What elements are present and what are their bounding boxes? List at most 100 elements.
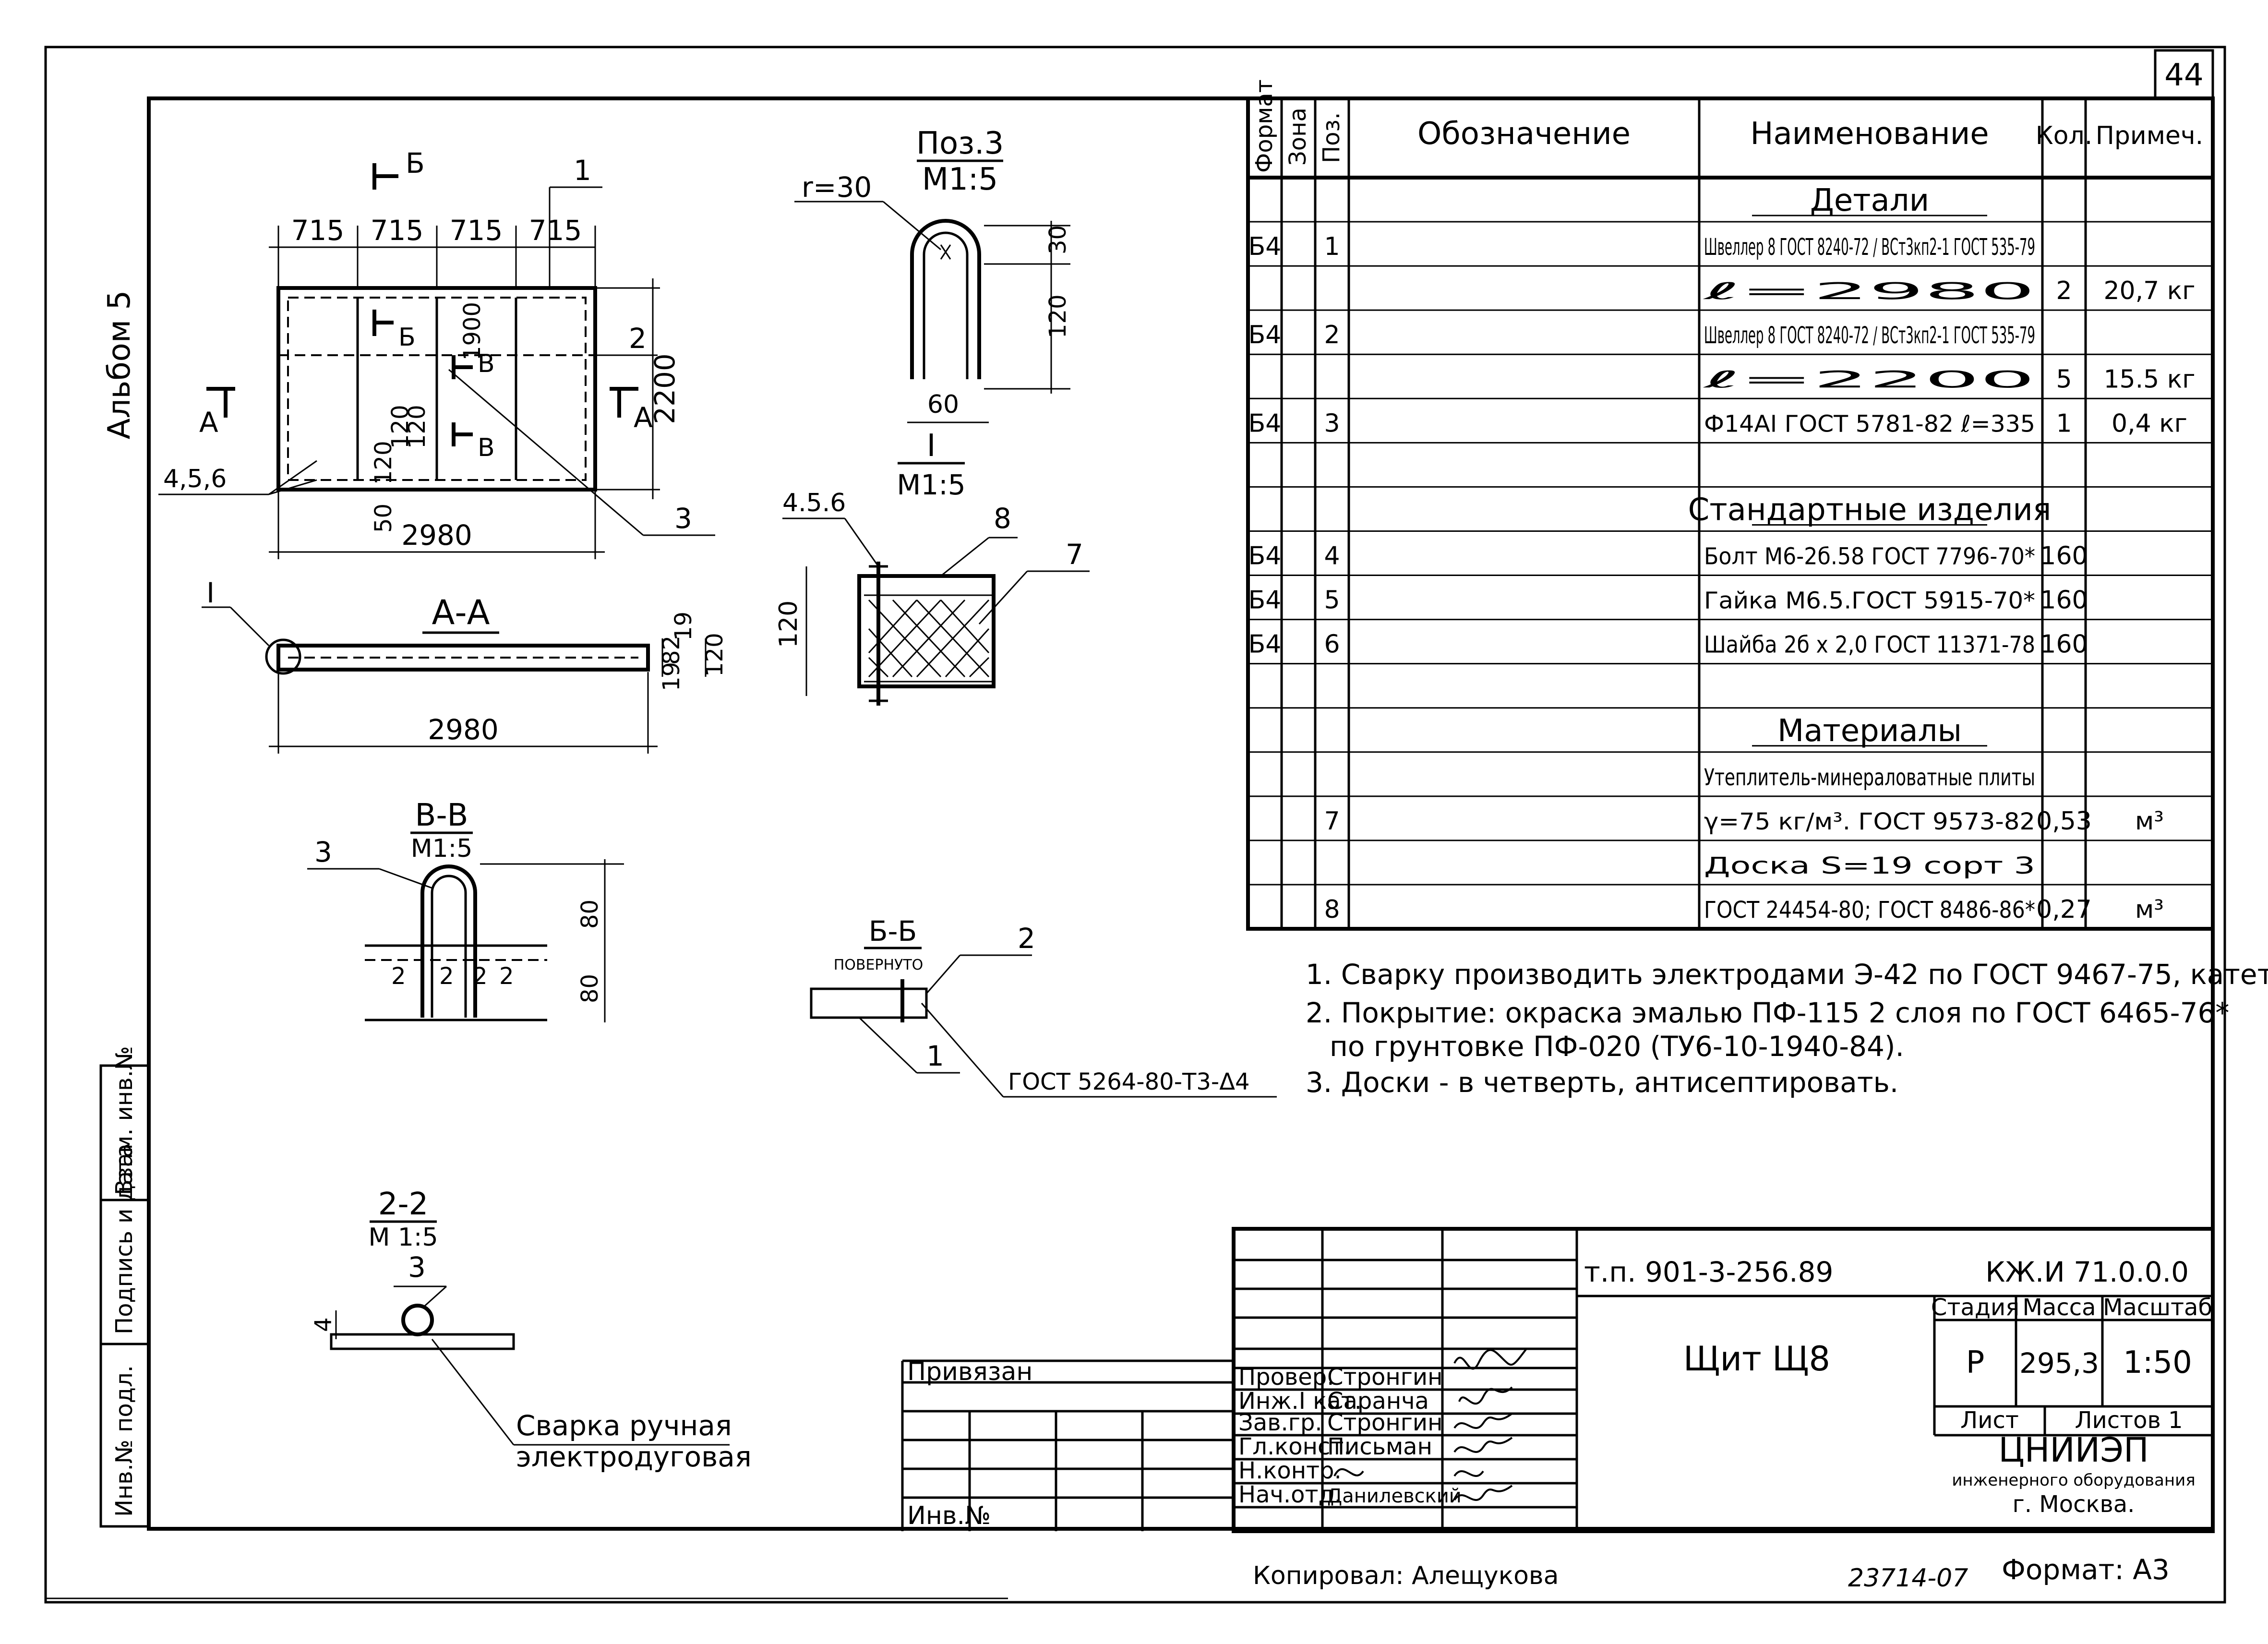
pos3-scale: М1:5: [922, 162, 998, 197]
spec-cell-note: м³: [2135, 807, 2164, 836]
spec-cell-pos: 5: [1324, 586, 1340, 615]
format-label: Формат: А3: [2002, 1553, 2170, 1586]
section-bb: Б-Б ПОВЕРНУТО 2 1 ГОСТ 5264-80-Т3-Δ4: [810, 915, 1277, 1098]
name-4: Письман: [1327, 1433, 1432, 1460]
spec-cell-name: γ=75 кг/м³. ГОСТ 9573-82: [1704, 808, 2035, 835]
vv-weld-4: 2: [499, 963, 514, 990]
page-number: 44: [2164, 58, 2203, 93]
aa-dim-4: 120: [701, 633, 728, 677]
spec-cell-qty: 160: [2040, 542, 2088, 571]
vv-callout: 3: [314, 836, 332, 868]
spec-cell-qty: 1: [2056, 409, 2072, 438]
spec-cell-name: ℓ=2980: [1702, 278, 2035, 305]
role-5: Н.контр.: [1238, 1457, 1342, 1484]
gg-weld-label-1: Сварка ручная: [516, 1409, 732, 1442]
inv-label: Инв.№: [907, 1501, 991, 1530]
node-i-mark: I: [206, 576, 215, 609]
spec-cell-pos: 4: [1324, 542, 1340, 571]
mass-header: Масса: [2022, 1294, 2096, 1321]
aa-dim-3: 19: [670, 612, 697, 641]
pos3-dim-30: 30: [1044, 225, 1071, 254]
node-i-callout-8: 8: [994, 502, 1011, 535]
spec-cell-pos: 7: [1324, 807, 1340, 836]
section-bb-note: ПОВЕРНУТО: [834, 957, 924, 973]
sheets-label: Листов 1: [2075, 1407, 2183, 1434]
spec-cell-name: Швеллер 8 ГОСТ 8240-72 / ВСт3кп2-1 ГОСТ …: [1704, 322, 2035, 349]
spec-cell-qty: 160: [2040, 586, 2088, 615]
stage-header: Стадия: [1931, 1294, 2019, 1321]
aa-dim-2: 82: [658, 636, 685, 665]
mark-a-right: А: [634, 401, 653, 434]
spec-cell-name: Детали: [1810, 183, 1929, 218]
mark-a-left: А: [199, 406, 218, 439]
spec-cell-name: Утеплитель-минераловатные плиты: [1704, 764, 2035, 791]
plan-inner: 1900: [459, 302, 486, 360]
spec-cell-format: Б4: [1248, 542, 1282, 571]
vv-weld-2: 2: [439, 963, 454, 990]
sheet-label: Лист: [1960, 1407, 2019, 1434]
spec-cell-format: Б4: [1248, 232, 1282, 261]
col-zone: Зона: [1284, 108, 1311, 166]
album-label: Альбом 5: [102, 290, 137, 439]
drawing-title: Щит Щ8: [1683, 1339, 1830, 1379]
col-format: Формат: [1251, 79, 1278, 173]
spec-cell-qty: 2: [2056, 276, 2072, 305]
pos3-dim-120: 120: [1044, 294, 1071, 338]
node-i-title: I: [927, 428, 936, 464]
col-name: Наименование: [1750, 116, 1989, 152]
mark-v-top: В: [478, 349, 495, 378]
plan-width: 2980: [401, 519, 472, 552]
role-4: Гл.конст.: [1238, 1433, 1351, 1460]
plan-callout-2: 2: [629, 322, 647, 355]
spec-cell-pos: 6: [1324, 630, 1340, 659]
section-vv: В-В М1:5 3 2 2 2 2 80 80: [307, 798, 624, 1022]
gg-callout: 3: [408, 1251, 426, 1284]
bb-callout-1: 1: [926, 1040, 944, 1072]
org-city: г. Москва.: [2013, 1491, 2135, 1518]
section-aa-title: А-А: [432, 593, 490, 632]
spec-cell-qty: 0,27: [2036, 895, 2092, 924]
spec-cell-note: 0,4 кг: [2112, 409, 2187, 438]
name-1: Стронгин: [1327, 1364, 1443, 1391]
plan-small-2: 120: [370, 441, 397, 485]
col-qty: Кол.: [2036, 121, 2093, 150]
bound-label: Привязан: [907, 1357, 1032, 1386]
scale-header: Масштаб: [2103, 1294, 2212, 1321]
note-2: 2. Покрытие: окраска эмалью ПФ-115 2 сло…: [1306, 996, 2229, 1029]
stamp-inv-orig: Инв.№ подл.: [111, 1365, 138, 1517]
plan-dim-1: 715: [291, 214, 345, 247]
bb-callout-2: 2: [1018, 922, 1035, 955]
node-i-callout-7: 7: [1066, 538, 1083, 571]
mark-b-inner: Б: [398, 323, 416, 352]
note-3: 3. Доски - в четверть, антисептировать.: [1306, 1066, 1898, 1099]
signatures: [1333, 1348, 1527, 1501]
spec-cell-pos: 1: [1324, 232, 1340, 261]
plan-dim-3: 715: [450, 214, 503, 247]
section-vv-scale: М1:5: [411, 834, 473, 863]
pos3-radius: r=30: [802, 171, 872, 204]
pos3-title: Поз.3: [916, 126, 1004, 161]
bb-weld-label: ГОСТ 5264-80-Т3-Δ4: [1008, 1068, 1250, 1095]
vv-dim-1: 80: [576, 900, 603, 929]
plan-dim-4: 715: [529, 214, 582, 247]
plan-height: 2200: [648, 353, 681, 424]
node-i-detail: 4.5.6 8 7 120: [774, 489, 1090, 706]
section-gg: 2-2 М 1:5 3 4 Сварка ручная электродугов…: [310, 1187, 752, 1473]
spec-cell-pos: 2: [1324, 321, 1340, 349]
spec-cell-pos: 8: [1324, 895, 1340, 924]
spec-cell-name: Ф14АI ГОСТ 5781-82 ℓ=335: [1704, 410, 2035, 437]
spec-cell-format: Б4: [1248, 630, 1282, 659]
outer-frame: [44, 46, 2226, 1604]
plan-callout-3: 3: [674, 502, 692, 535]
name-2: Саранча: [1327, 1388, 1429, 1415]
spec-cell-name: Материалы: [1777, 713, 1962, 749]
notes: 1. Сварку производить электродами Э-42 п…: [1306, 958, 2268, 1099]
name-6: Данилевский: [1327, 1485, 1462, 1507]
spec-cell-name: Швеллер 8 ГОСТ 8240-72 / ВСт3кп2-1 ГОСТ …: [1704, 234, 2035, 261]
plan-small-1: 50: [370, 504, 397, 533]
note-1: 1. Сварку производить электродами Э-42 п…: [1306, 958, 2268, 991]
role-1: Провер.: [1238, 1364, 1334, 1391]
plan-dim-2: 715: [371, 214, 424, 247]
spec-cell-note: м³: [2135, 895, 2164, 924]
